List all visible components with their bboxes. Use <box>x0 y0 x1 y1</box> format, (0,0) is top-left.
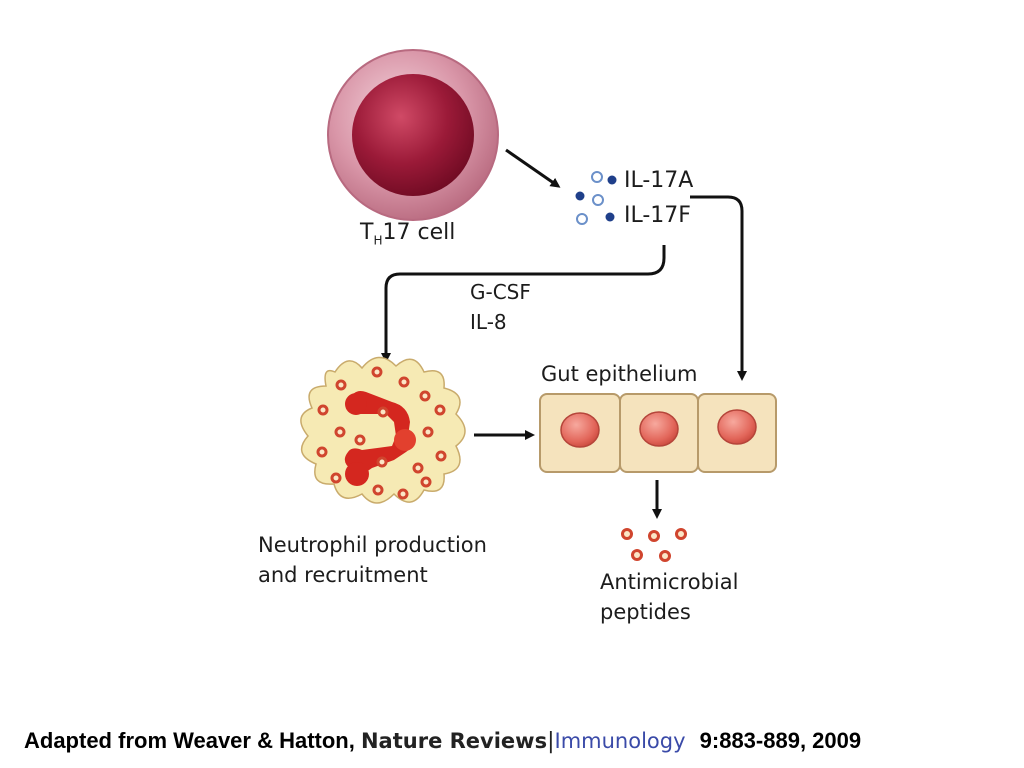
granule <box>372 484 384 496</box>
cytokine-dots <box>575 171 617 225</box>
peptide-dot <box>631 549 643 561</box>
granule <box>330 472 342 484</box>
granule <box>419 390 431 402</box>
antimicrobial-label-line2: peptides <box>600 600 691 624</box>
gut-epithelium-label: Gut epithelium <box>541 362 698 386</box>
granule <box>434 404 446 416</box>
granule <box>377 406 389 418</box>
granule <box>317 404 329 416</box>
th17-cell-label-subscript: H <box>373 233 383 248</box>
neutrophil-granules <box>316 366 447 500</box>
granule <box>412 462 424 474</box>
epithelial-nucleus <box>717 409 757 445</box>
neutrophil-nucleus-lobe <box>345 393 367 415</box>
antimicrobial-label-line1: Antimicrobial <box>600 570 739 594</box>
neutrophil <box>300 356 466 504</box>
arrow-il17-to-epithelium <box>690 195 747 381</box>
granule <box>354 434 366 446</box>
il17a-label: IL-17A <box>624 168 694 193</box>
source-caption: Adapted from Weaver & Hatton, Nature Rev… <box>24 728 861 754</box>
neutrophil-label-line1: Neutrophil production <box>258 533 487 557</box>
neutrophil-label-line2: and recruitment <box>258 563 428 587</box>
il17f-label: IL-17F <box>624 203 691 228</box>
peptide-dot <box>648 530 660 542</box>
caption-subject: Immunology <box>554 729 686 753</box>
granule <box>334 426 346 438</box>
th17-cell-label-suffix: 17 cell <box>382 220 456 245</box>
peptide-dot <box>659 550 671 562</box>
gcsf-label: G-CSF <box>470 280 531 304</box>
antimicrobial-peptide-dots <box>621 528 687 562</box>
cytokine-dot <box>592 194 604 206</box>
granule <box>376 456 388 468</box>
peptide-dot <box>621 528 633 540</box>
caption-citation: 9:883-889, 2009 <box>699 728 862 753</box>
th17-cell-label-prefix: T <box>360 220 374 245</box>
caption-journal: Nature Reviews <box>360 729 548 753</box>
neutrophil-body <box>300 356 466 504</box>
cytokine-dot <box>575 191 585 201</box>
arrow-cell-to-cytokines <box>505 148 561 188</box>
caption-prefix: Adapted from Weaver & Hatton, <box>24 728 355 753</box>
epithelial-nucleus <box>560 412 600 448</box>
cytokine-dot <box>605 212 615 222</box>
th17-cell-nucleus <box>352 74 474 196</box>
granule <box>397 488 409 500</box>
granule <box>316 446 328 458</box>
granule <box>398 376 410 388</box>
cytokine-dot <box>591 171 603 183</box>
caption-separator: | <box>547 729 555 754</box>
neutrophil-nucleus-lobe <box>345 462 369 486</box>
epithelial-nucleus <box>639 411 679 447</box>
cytokine-dot <box>576 213 588 225</box>
th17-cell-label: TH17 cell <box>360 220 455 247</box>
il8-label: IL-8 <box>470 310 507 334</box>
neutrophil-nucleus-lobe <box>394 429 416 451</box>
th17-cell <box>327 49 499 221</box>
arrow-il17-to-neutrophil <box>381 245 666 363</box>
granule <box>335 379 347 391</box>
granule <box>422 426 434 438</box>
granule <box>371 366 383 378</box>
cytokine-dot <box>607 175 617 185</box>
granule <box>435 450 447 462</box>
granule <box>420 476 432 488</box>
gut-epithelium <box>539 393 777 473</box>
peptide-dot <box>675 528 687 540</box>
